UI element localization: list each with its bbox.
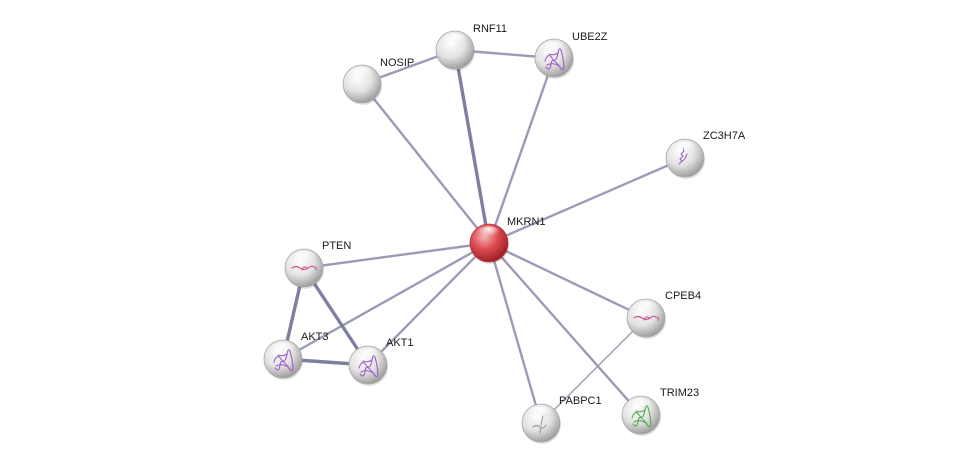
node-zc3h7a[interactable]: ZC3H7A bbox=[665, 130, 746, 179]
node-ube2z[interactable]: UBE2Z bbox=[534, 31, 608, 79]
node-label-trim23: TRIM23 bbox=[660, 387, 699, 399]
edge-mkrn1-nosip[interactable] bbox=[360, 82, 491, 245]
node-highlight bbox=[292, 251, 316, 266]
node-label-pabpc1: PABPC1 bbox=[559, 395, 602, 407]
node-akt1[interactable]: AKT1 bbox=[348, 337, 414, 386]
node-label-ube2z: UBE2Z bbox=[572, 31, 608, 43]
node-highlight bbox=[477, 226, 501, 241]
node-label-nosip: NOSIP bbox=[380, 57, 414, 69]
node-highlight bbox=[634, 301, 658, 316]
node-nosip[interactable]: NOSIP bbox=[342, 57, 414, 105]
node-pabpc1[interactable]: PABPC1 bbox=[521, 395, 602, 444]
node-akt3[interactable]: AKT3 bbox=[263, 331, 329, 380]
edge-mkrn1-zc3h7a[interactable] bbox=[487, 156, 687, 245]
node-highlight bbox=[356, 348, 380, 363]
node-highlight bbox=[443, 33, 467, 48]
node-label-zc3h7a: ZC3H7A bbox=[703, 130, 746, 142]
node-highlight bbox=[542, 41, 566, 56]
protein-structure-icon bbox=[633, 315, 659, 321]
node-highlight bbox=[271, 342, 295, 357]
node-label-rnf11: RNF11 bbox=[473, 23, 507, 35]
edge-mkrn1-pabpc1[interactable] bbox=[487, 241, 543, 425]
edge-mkrn1-akt1[interactable] bbox=[366, 241, 491, 367]
node-cpeb4[interactable]: CPEB4 bbox=[626, 290, 701, 339]
node-label-akt3: AKT3 bbox=[301, 331, 329, 343]
edge-mkrn1-pten[interactable] bbox=[302, 241, 491, 270]
node-label-pten: PTEN bbox=[322, 240, 351, 252]
edge-mkrn1-trim23[interactable] bbox=[487, 241, 643, 417]
node-pten[interactable]: PTEN bbox=[284, 240, 351, 289]
edge-cpeb4-pabpc1[interactable] bbox=[540, 317, 647, 424]
node-highlight bbox=[350, 67, 374, 82]
node-label-mkrn1: MKRN1 bbox=[507, 216, 546, 228]
edge-mkrn1-rnf11[interactable] bbox=[453, 48, 491, 245]
edge-mkrn1-akt3[interactable] bbox=[281, 241, 491, 361]
edge-mkrn1-ube2z[interactable] bbox=[487, 56, 556, 245]
node-trim23[interactable]: TRIM23 bbox=[621, 387, 699, 436]
node-highlight bbox=[673, 141, 697, 156]
node-label-akt1: AKT1 bbox=[386, 337, 414, 349]
node-rnf11[interactable]: RNF11 bbox=[435, 23, 507, 71]
edge-mkrn1-cpeb4[interactable] bbox=[487, 241, 648, 320]
node-mkrn1[interactable]: MKRN1 bbox=[469, 216, 546, 264]
node-highlight bbox=[529, 406, 553, 421]
node-label-cpeb4: CPEB4 bbox=[665, 290, 701, 302]
protein-structure-icon bbox=[291, 265, 317, 271]
node-highlight bbox=[629, 398, 653, 413]
